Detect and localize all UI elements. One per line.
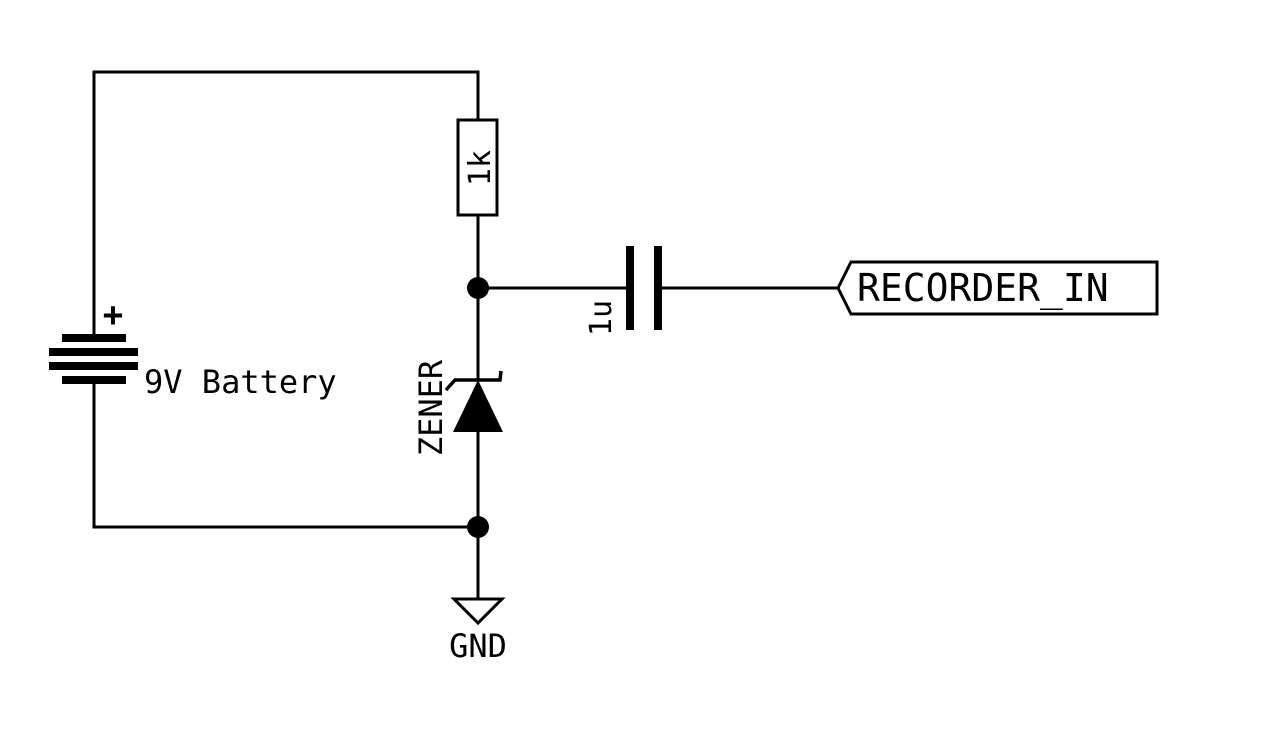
battery-symbol: + 9V Battery	[49, 295, 337, 401]
wire-bottom-loop	[92, 382, 480, 529]
wires	[92, 70, 840, 601]
capacitor-symbol: 1u	[584, 246, 662, 336]
resistor-body	[456, 118, 499, 217]
ground-triangle	[450, 597, 506, 626]
battery-polarity: +	[103, 295, 123, 335]
port-outline	[836, 260, 1159, 316]
port-symbol: RECORDER_IN	[836, 260, 1159, 316]
junction-top	[467, 277, 489, 299]
resistor-value: 1k	[463, 150, 498, 186]
junction-bottom	[467, 516, 489, 538]
zener-diode-symbol: ZENER	[412, 359, 503, 456]
zener-label: ZENER	[412, 359, 450, 456]
ground-label: GND	[449, 627, 507, 665]
port-label: RECORDER_IN	[857, 266, 1109, 311]
capacitor-value: 1u	[584, 300, 619, 336]
resistor-symbol: 1k	[456, 118, 499, 217]
zener-triangle	[453, 380, 503, 432]
wire-top-loop	[92, 70, 480, 336]
ground-symbol: GND	[449, 597, 507, 665]
zener-bar	[444, 370, 503, 392]
battery-label: 9V Battery	[144, 363, 337, 401]
